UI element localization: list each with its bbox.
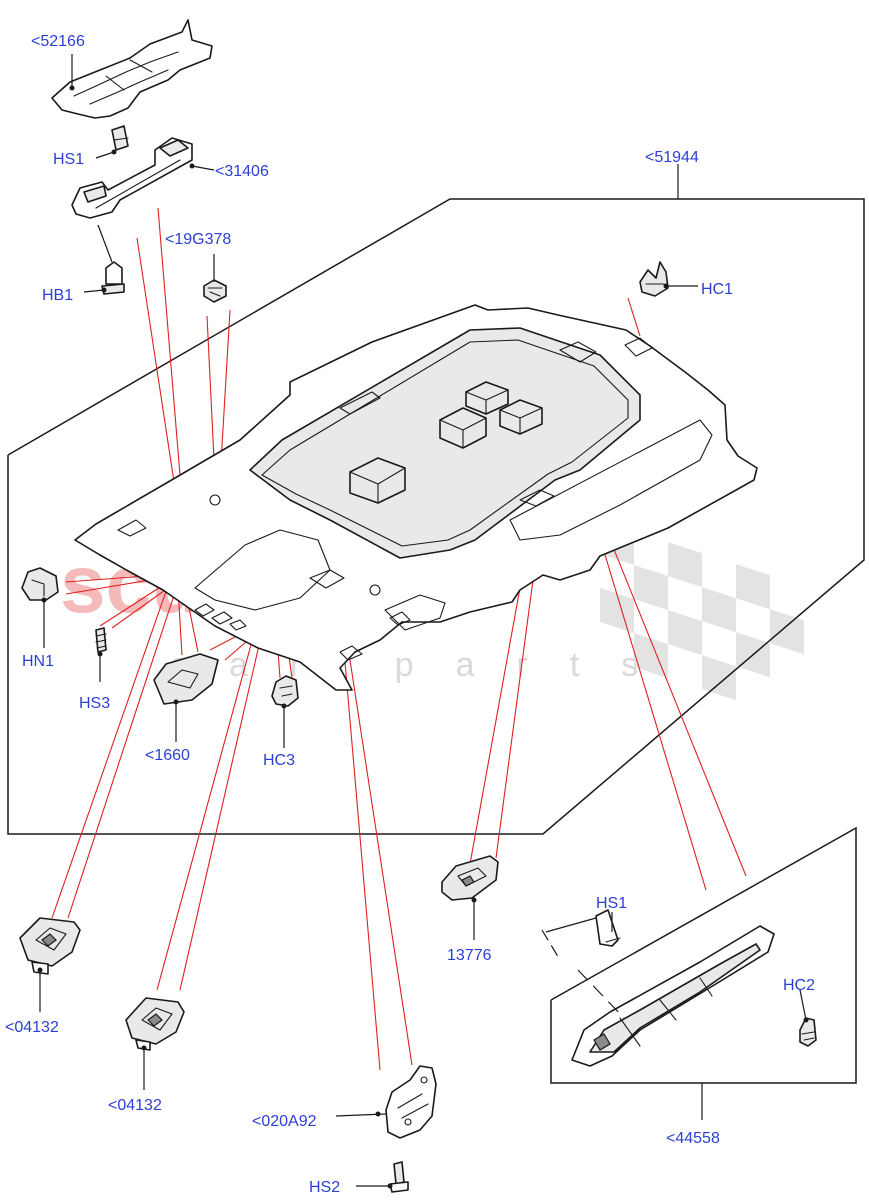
rear-assembly-frame [550,826,857,1084]
clip-19G378 [203,254,227,303]
callout-HB1[interactable]: HB1 [42,287,73,304]
callout-HN1[interactable]: HN1 [22,653,54,670]
headlining-panel [74,304,758,691]
reading-lamp-04132-b [125,997,185,1051]
screw-HS3 [95,627,107,653]
callout-44558[interactable]: <44558 [666,1130,720,1147]
callout-HC2[interactable]: HC2 [783,977,815,994]
callout-labels: <52166 HS1 <31406 <19G378 HB1 <51944 HC1… [5,33,815,1196]
callout-HS2[interactable]: HS2 [309,1179,340,1196]
callout-51944[interactable]: <51944 [645,149,699,166]
callout-HC3[interactable]: HC3 [263,752,295,769]
cover-1660 [153,653,219,705]
callout-1660[interactable]: <1660 [145,747,190,764]
callout-leaders [37,54,809,1189]
lamp-13776 [441,855,499,901]
rear-console-44558 [541,909,817,1067]
callout-HS3[interactable]: HS3 [79,695,110,712]
clip-HC1 [639,261,669,297]
clip-HC3 [271,675,299,707]
screw-HS2 [389,1161,409,1193]
callout-HS1-right[interactable]: HS1 [596,895,627,912]
callout-31406[interactable]: <31406 [215,163,269,180]
grab-handle-31406 [71,137,193,219]
callout-HS1-top[interactable]: HS1 [53,151,84,168]
headlining-frame [7,198,865,835]
handle-bracket-52166 [51,19,213,151]
callout-020A92[interactable]: <020A92 [252,1113,317,1130]
reading-lamp-04132-a [19,917,81,975]
bracket-020A92 [385,1065,437,1139]
callout-HC1[interactable]: HC1 [701,281,733,298]
bolt-HB1 [97,224,125,295]
foam-pads [349,381,543,504]
nut-clip-HN1 [21,567,59,601]
callout-13776[interactable]: 13776 [447,947,492,964]
callout-52166[interactable]: <52166 [31,33,85,50]
callout-19G378[interactable]: <19G378 [165,231,231,248]
callout-04132-a[interactable]: <04132 [5,1019,59,1036]
checkered-flag-icon [600,520,804,701]
callout-04132-b[interactable]: <04132 [108,1097,162,1114]
watermark-sub: car parts [170,646,680,684]
